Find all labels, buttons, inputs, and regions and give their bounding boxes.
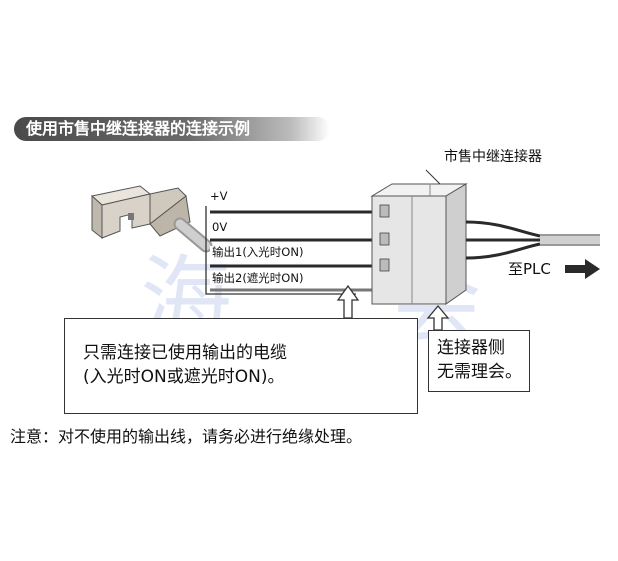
zero-v-label: 0V — [210, 220, 230, 234]
callout-arrow-right — [426, 304, 450, 331]
output1-label: 输出1(入光时ON) — [210, 245, 306, 259]
sensor-cable — [173, 217, 213, 253]
sensor-wires — [210, 210, 384, 292]
callout-left-line1: 只需连接已使用输出的电缆 — [83, 343, 287, 363]
callout-box-left: 只需连接已使用输出的电缆 (入光时ON或遮光时ON)。 — [64, 318, 418, 414]
plus-v-label: +V — [210, 189, 228, 203]
relay-connector — [370, 183, 468, 305]
callout-right-line1: 连接器侧 — [437, 338, 505, 358]
photo-sensor — [90, 185, 191, 240]
title-banner — [14, 117, 330, 141]
callout-box-right: 连接器侧 无需理会。 — [428, 330, 530, 392]
note-text: 注意：对不使用的输出线，请务必进行绝缘处理。 — [10, 427, 363, 446]
callout-right-line2: 无需理会。 — [437, 362, 522, 382]
diagram-title: 使用市售中继连接器的连接示例 — [26, 119, 251, 138]
cable-sheath-outline — [205, 206, 356, 295]
connector-label: 市售中继连接器 — [444, 149, 542, 165]
to-plc-arrow — [565, 259, 600, 279]
connector-label-pointer — [425, 169, 441, 185]
to-plc-label: 至PLC — [508, 260, 551, 278]
plc-cable — [465, 220, 600, 260]
output2-label: 输出2(遮光时ON) — [210, 271, 306, 285]
callout-left-line2: (入光时ON或遮光时ON)。 — [83, 367, 285, 387]
